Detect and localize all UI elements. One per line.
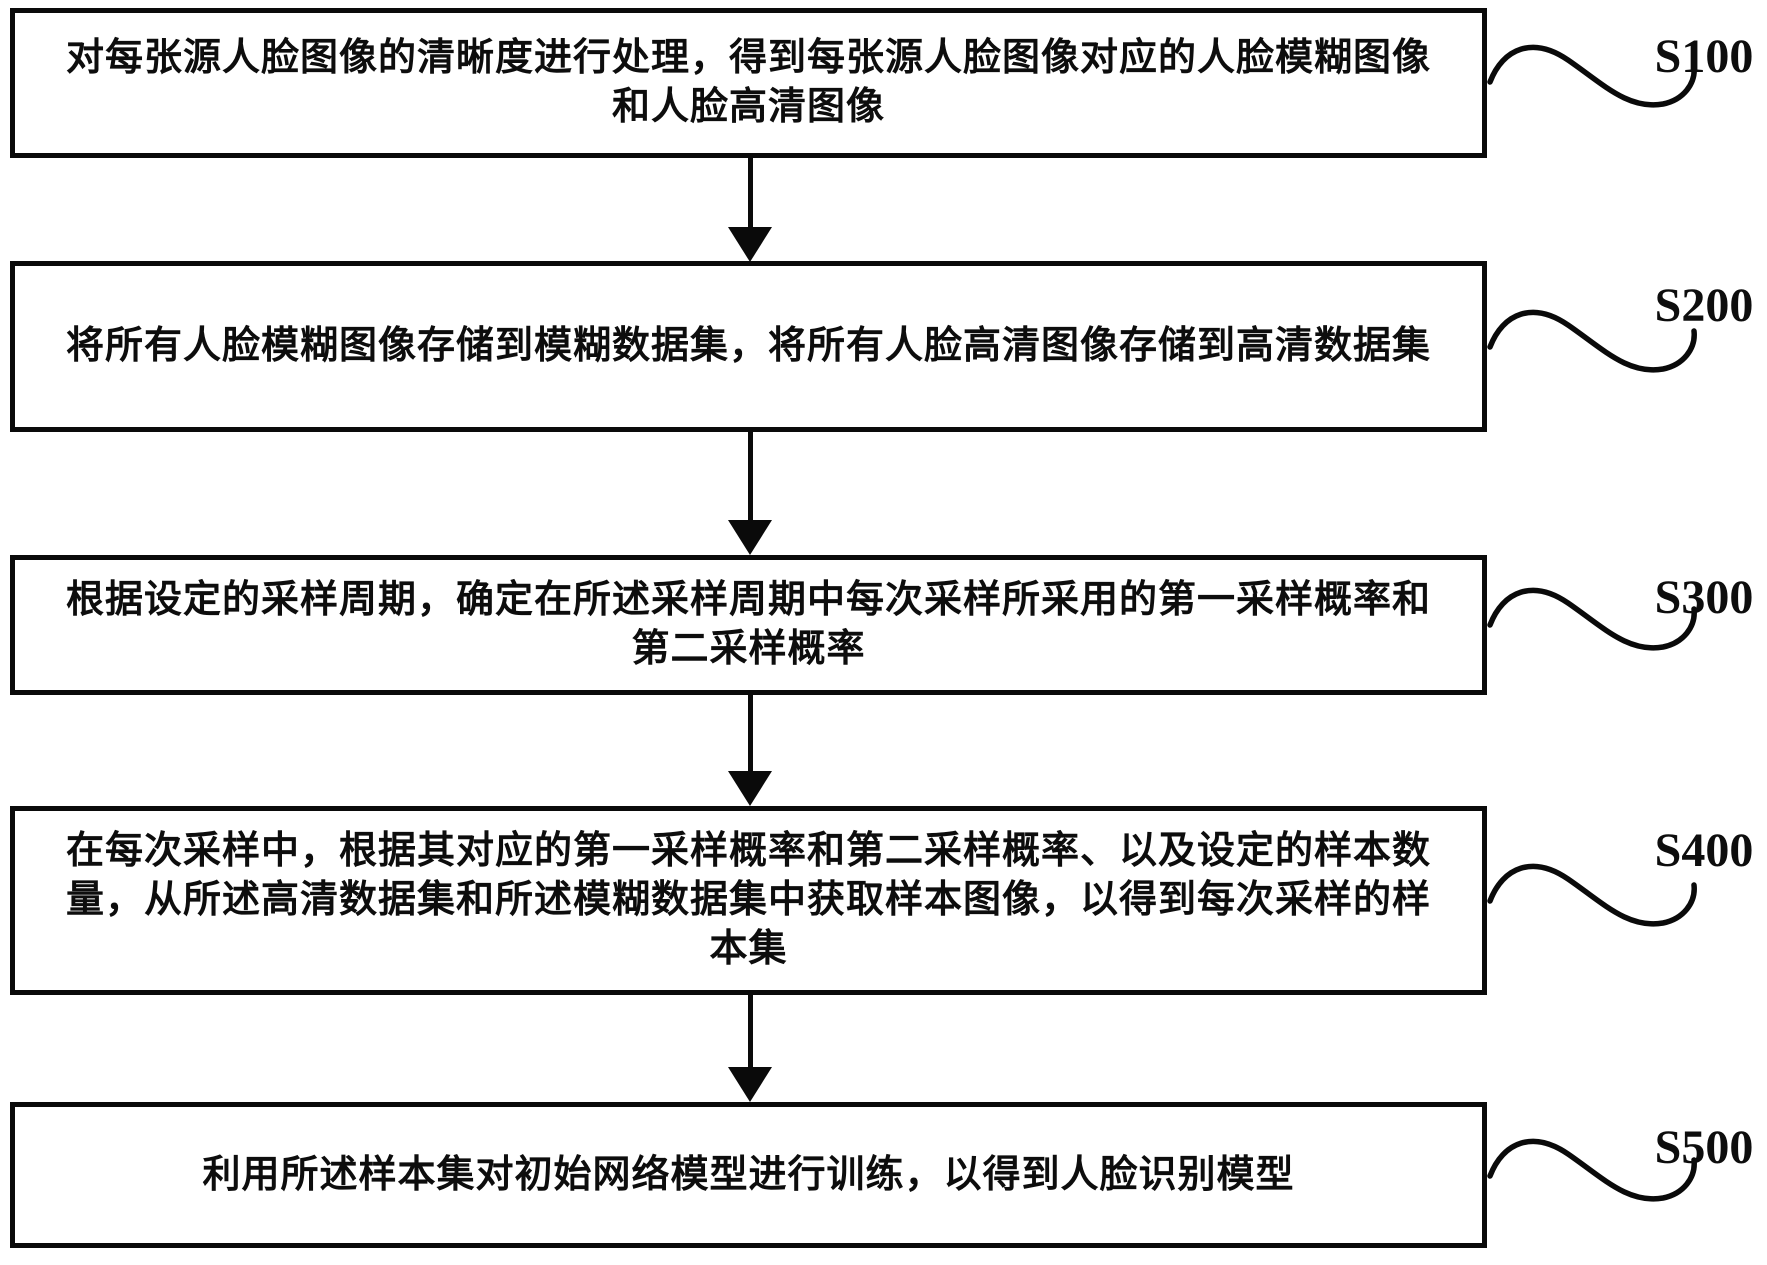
step-text-line: 量，从所述高清数据集和所述模糊数据集中获取样本图像，以得到每次采样的样 <box>65 879 1431 921</box>
arrow-shaft <box>747 695 753 771</box>
wavy-connector-icon <box>1487 1138 1697 1202</box>
flow-down-arrow-icon <box>728 158 772 262</box>
step-label-s300: S300 <box>1654 571 1754 624</box>
arrow-head <box>728 520 772 555</box>
arrow-head <box>728 771 772 806</box>
step-text-line: 和人脸高清图像 <box>611 86 885 128</box>
arrow-shaft <box>747 432 753 520</box>
step-text-line: 本集 <box>709 928 788 970</box>
flow-down-arrow-icon <box>728 432 772 555</box>
wavy-connector-icon <box>1487 44 1697 108</box>
step-box-s200: 将所有人脸模糊图像存储到模糊数据集，将所有人脸高清图像存储到高清数据集 <box>10 261 1487 432</box>
flow-down-arrow-icon <box>728 995 772 1102</box>
step-box-s500: 利用所述样本集对初始网络模型进行训练，以得到人脸识别模型 <box>10 1102 1487 1248</box>
step-box-s400: 在每次采样中，根据其对应的第一采样概率和第二采样概率、以及设定的样本数 量，从所… <box>10 806 1487 995</box>
arrow-head <box>728 1067 772 1102</box>
step-text-line: 根据设定的采样周期，确定在所述采样周期中每次采样所采用的第一采样概率和 <box>65 579 1431 621</box>
wavy-connector-icon <box>1487 863 1697 927</box>
step-text-line: 利用所述样本集对初始网络模型进行训练，以得到人脸识别模型 <box>202 1153 1295 1196</box>
arrow-head <box>728 227 772 262</box>
step-label-s200: S200 <box>1654 279 1754 332</box>
step-box-s300: 根据设定的采样周期，确定在所述采样周期中每次采样所采用的第一采样概率和 第二采样… <box>10 555 1487 695</box>
wavy-connector-icon <box>1487 587 1697 651</box>
wavy-connector-icon <box>1487 309 1697 373</box>
arrow-shaft <box>747 158 753 227</box>
arrow-shaft <box>747 995 753 1067</box>
step-text-line: 将所有人脸模糊图像存储到模糊数据集，将所有人脸高清图像存储到高清数据集 <box>65 325 1431 367</box>
step-text-line: 在每次采样中，根据其对应的第一采样概率和第二采样概率、以及设定的样本数 <box>65 830 1431 872</box>
step-label-s500: S500 <box>1654 1121 1754 1174</box>
step-label-s400: S400 <box>1654 824 1754 877</box>
step-label-s100: S100 <box>1654 30 1754 83</box>
step-box-s100: 对每张源人脸图像的清晰度进行处理，得到每张源人脸图像对应的人脸模糊图像 和人脸高… <box>10 8 1487 158</box>
step-text-line: 第二采样概率 <box>631 628 866 670</box>
flow-down-arrow-icon <box>728 695 772 806</box>
step-text-line: 对每张源人脸图像的清晰度进行处理，得到每张源人脸图像对应的人脸模糊图像 <box>65 37 1431 79</box>
